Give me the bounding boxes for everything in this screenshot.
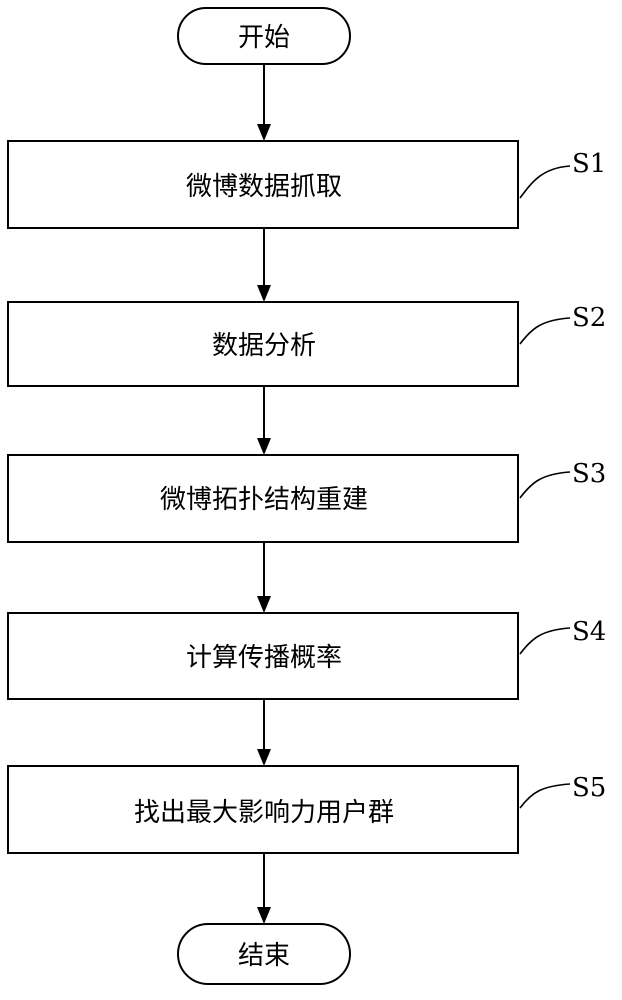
arrowhead-s5-end — [257, 907, 271, 924]
arrowhead-s3-s4 — [257, 596, 271, 613]
step-s4: 计算传播概率 S4 — [8, 613, 606, 699]
step-s4-id: S4 — [572, 617, 606, 647]
end-node: 结束 — [178, 924, 350, 984]
arrowhead-s2-s3 — [257, 438, 271, 455]
step-s2: 数据分析 S2 — [8, 302, 606, 386]
step-s3-id: S3 — [572, 459, 606, 489]
step-s4-label: 计算传播概率 — [186, 643, 342, 673]
step-s3-callout-line — [520, 472, 570, 498]
start-node: 开始 — [178, 8, 350, 64]
end-label: 结束 — [238, 941, 290, 971]
step-s5-label: 找出最大影响力用户群 — [134, 798, 394, 828]
step-s2-id: S2 — [572, 303, 606, 333]
step-s2-label: 数据分析 — [212, 331, 316, 361]
step-s1-label: 微博数据抓取 — [186, 172, 342, 202]
arrowhead-s4-s5 — [257, 749, 271, 766]
arrowhead-start-s1 — [257, 124, 271, 141]
start-label: 开始 — [238, 23, 290, 53]
step-s2-callout-line — [520, 318, 570, 344]
step-s4-callout-line — [520, 628, 570, 654]
arrowhead-s1-s2 — [257, 285, 271, 302]
step-s5-callout-line — [520, 784, 570, 808]
step-s3: 微博拓扑结构重建 S3 — [8, 455, 606, 542]
step-s3-label: 微博拓扑结构重建 — [160, 485, 368, 515]
step-s1: 微博数据抓取 S1 — [8, 141, 606, 228]
step-s1-id: S1 — [572, 149, 606, 179]
step-s1-callout-line — [520, 166, 570, 198]
step-s5: 找出最大影响力用户群 S5 — [8, 766, 606, 853]
step-s5-id: S5 — [572, 773, 606, 803]
